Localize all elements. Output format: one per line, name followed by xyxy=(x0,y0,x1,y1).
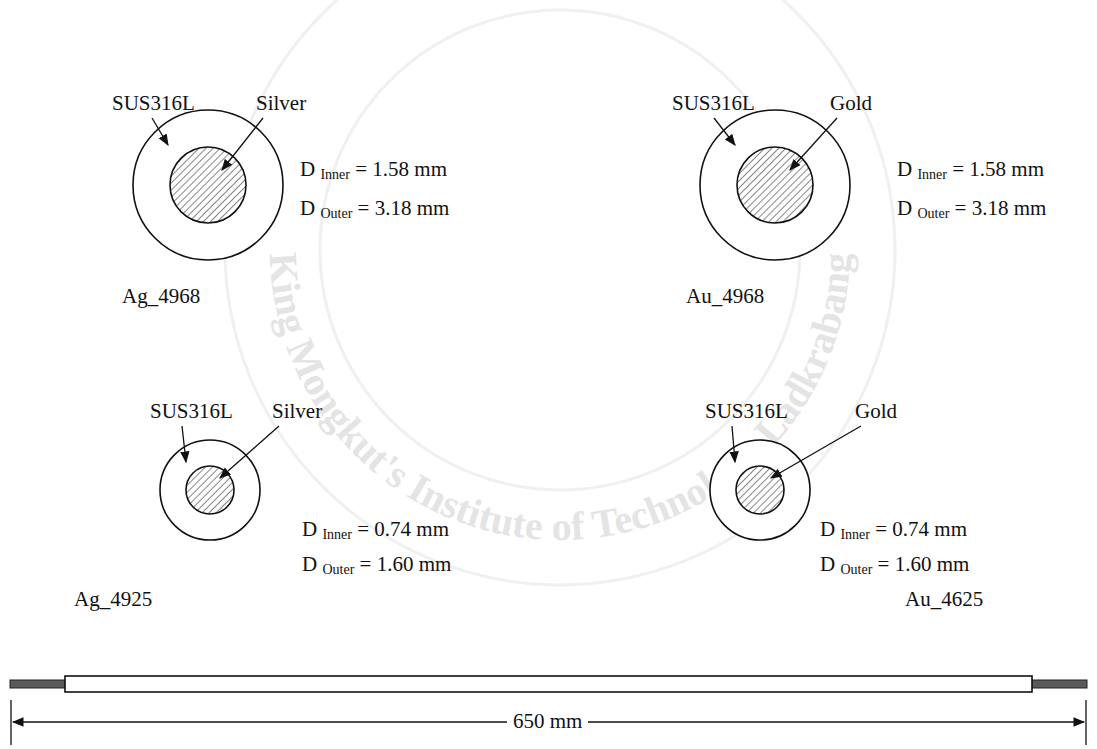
material-label: SUS316L xyxy=(112,92,195,115)
cross-section xyxy=(160,440,260,540)
watermark-seal xyxy=(225,0,895,585)
length-dimension: 650 mm xyxy=(507,710,588,733)
cross-section xyxy=(710,440,810,540)
material-label: Silver xyxy=(256,92,306,115)
dimension-label: D Outer = 1.60 mm xyxy=(302,553,451,577)
dimension-line xyxy=(11,700,1086,745)
specimen-name: Au_4625 xyxy=(905,588,983,611)
specimen-name: Ag_4968 xyxy=(122,285,200,308)
cross-section xyxy=(133,110,283,260)
dimension-label: D Outer = 3.18 mm xyxy=(300,197,449,221)
watermark-text-path: King Mongkut's Institute of Technology L… xyxy=(261,251,860,549)
rod-drawing xyxy=(10,676,1087,692)
material-label: Gold xyxy=(855,400,897,423)
material-label: SUS316L xyxy=(672,92,755,115)
dimension-label: D Inner = 1.58 mm xyxy=(897,158,1044,182)
dimension-label: D Inner = 1.58 mm xyxy=(300,158,447,182)
specimen-name: Au_4968 xyxy=(686,285,764,308)
material-label: SUS316L xyxy=(150,400,233,423)
dimension-label: D Outer = 1.60 mm xyxy=(820,553,969,577)
material-label: SUS316L xyxy=(705,400,788,423)
material-label: Gold xyxy=(830,92,872,115)
leader-lines xyxy=(152,118,861,478)
cross-section xyxy=(700,110,850,260)
dimension-label: D Inner = 0.74 mm xyxy=(820,518,967,542)
dimension-label: D Outer = 3.18 mm xyxy=(897,197,1046,221)
dimension-label: D Inner = 0.74 mm xyxy=(302,518,449,542)
material-label: Silver xyxy=(272,400,322,423)
watermark-text: King Mongkut's Institute of Technology L… xyxy=(261,251,860,549)
specimen-name: Ag_4925 xyxy=(74,588,152,611)
